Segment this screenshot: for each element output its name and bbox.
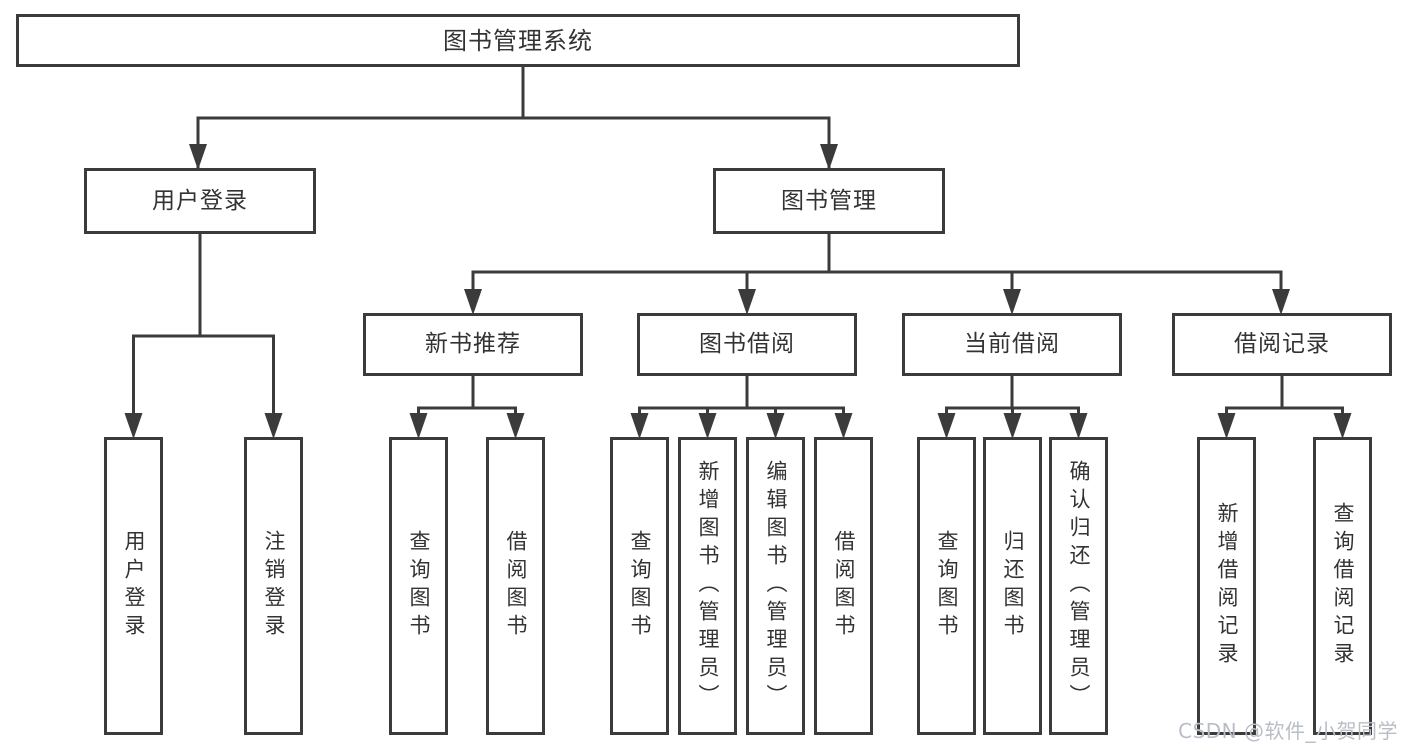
leaf-user-login: 用户登录 [104, 437, 163, 735]
node-book-borrowing: 图书借阅 [637, 313, 857, 376]
node-book-management: 图书管理 [713, 168, 945, 234]
node-new-book-recommend: 新书推荐 [363, 313, 583, 376]
leaf-logout: 注销登录 [244, 437, 303, 735]
node-borrow-records: 借阅记录 [1172, 313, 1392, 376]
leaf-bb-query-books: 查询图书 [610, 437, 669, 735]
leaf-nb-borrow-books: 借阅图书 [486, 437, 545, 735]
leaf-cb-confirm-return-admin: 确认归还（管理员） [1049, 437, 1108, 735]
leaf-br-add-record: 新增借阅记录 [1197, 437, 1256, 735]
node-user-login: 用户登录 [84, 168, 316, 234]
leaf-bb-edit-books-admin: 编辑图书（管理员） [746, 437, 805, 735]
node-current-borrowing: 当前借阅 [902, 313, 1122, 376]
leaf-nb-query-books: 查询图书 [389, 437, 448, 735]
leaf-bb-borrow-books: 借阅图书 [814, 437, 873, 735]
leaf-cb-query-books: 查询图书 [917, 437, 976, 735]
csdn-watermark: CSDN @软件_小贺同学 [1178, 719, 1398, 743]
leaf-cb-return-books: 归还图书 [983, 437, 1042, 735]
node-root: 图书管理系统 [16, 14, 1020, 67]
leaf-bb-add-books-admin: 新增图书（管理员） [678, 437, 737, 735]
leaf-br-query-record: 查询借阅记录 [1313, 437, 1372, 735]
